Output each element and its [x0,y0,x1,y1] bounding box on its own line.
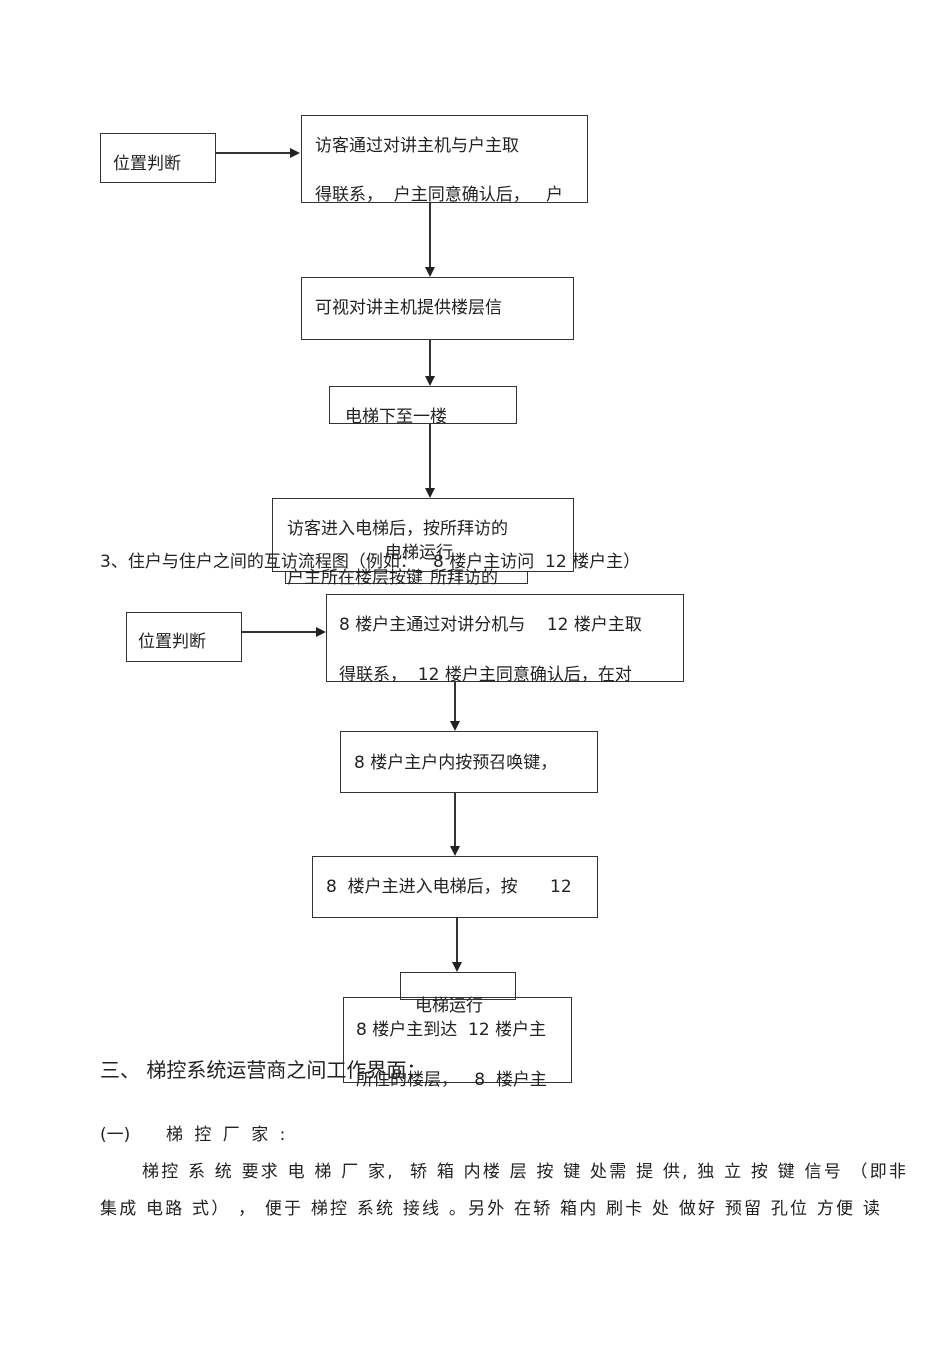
flow2-step4-title: 电梯运行 [415,996,483,1016]
flow2-step2-box [340,731,598,793]
flow1-connector-3 [429,424,431,488]
flow2-step2-label: 8 楼户主户内按预召唤键， [354,753,558,773]
flow1-step2-box [301,277,574,340]
flow1-connector-2 [429,340,431,376]
flow1-step4-line2: 户主所在楼层按键 [287,568,423,588]
flow1-arrow-right-icon [290,148,300,158]
flow1-position-box [100,133,216,183]
flow1-step5-label: 电梯运行 [385,543,453,563]
paragraph-line2: 集成 电路 式） ， 便于 梯控 系统 接线 。另外 在轿 箱内 刷卡 处 做好… [100,1199,883,1219]
flow2-position-label: 位置判断 [138,632,206,652]
flow2-step1-box [326,594,684,682]
flow2-step1-line2: 得联系， 12 楼户主同意确认后，在对 [339,665,632,685]
flow2-step3-box [312,856,598,918]
flow1-step1-line1: 访客通过对讲主机与户主取 [315,136,519,156]
flow2-arrow-down-icon [450,846,460,856]
flow2-connector-h [242,631,318,633]
flow2-connector-2 [454,793,456,846]
flow1-step1-line2: 得联系， 户主同意确认后， 户 [315,185,564,205]
flow2-arrow-down-icon [450,721,460,731]
flow2-step5-line1: 8 楼户主到达 12 楼户主 [356,1020,547,1040]
flow1-overlap-text: 所拜访的 [430,568,498,588]
flow1-step3-box [329,386,517,424]
flow2-step4-box [400,972,516,1000]
flow1-position-label: 位置判断 [113,154,181,174]
flow2-arrow-down-icon [452,962,462,972]
flow1-arrow-down-icon [425,376,435,386]
flow2-arrow-right-icon [316,627,326,637]
flow1-connector-1 [429,203,431,267]
paragraph-line1: 梯控 系 统 要求 电 梯 厂 家, 轿 箱 内楼 层 按 键 处需 提 供, … [142,1162,909,1182]
subsection-title: 梯 控 厂 家 : [166,1125,289,1145]
flow1-step1-box [301,115,588,203]
flow2-step1-line1: 8 楼户主通过对讲分机与 12 楼户主取 [339,615,642,635]
section3-caption: 3、住户与住户之间的互访流程图（例如： 8 楼户主访问 12 楼户主） [100,552,641,572]
flow1-step2-label: 可视对讲主机提供楼层信 [315,298,502,318]
flow2-step5-box [343,997,572,1083]
flow2-connector-1 [454,682,456,722]
flow1-step3-label: 电梯下至一楼 [345,407,447,427]
flow1-connector-h [216,152,292,154]
flow1-arrow-down-icon [425,488,435,498]
flow2-position-box [126,612,242,662]
flow1-arrow-down-icon [425,267,435,277]
flow2-step5-line2: 所住的楼层， 8 楼户主 [356,1070,547,1090]
section-heading: 三、 梯控系统运营商之间工作界面： [100,1058,427,1082]
subsection-number: (一) [100,1125,131,1145]
flow1-step5-box [285,571,528,584]
flow2-step3-label: 8 楼户主进入电梯后，按 12 [326,877,572,897]
flow1-step4-line1: 访客进入电梯后，按所拜访的 [287,519,508,539]
flow2-connector-3 [456,918,458,963]
